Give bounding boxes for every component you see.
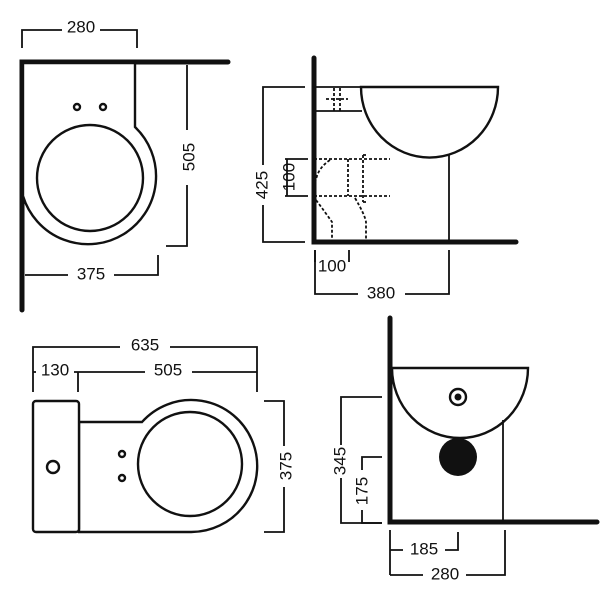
dim-line-width bbox=[21, 29, 138, 48]
dim-outlet-height: 175 bbox=[352, 477, 371, 505]
dim-overall-width: 375 bbox=[77, 264, 105, 283]
seat-circle bbox=[136, 410, 244, 518]
dim-pan: 505 bbox=[154, 360, 182, 379]
dim-line-depth bbox=[166, 65, 188, 247]
side-view-wall-hung: 425 100 100 380 bbox=[252, 55, 519, 302]
outlet-hidden-lines bbox=[314, 154, 390, 242]
dim-line-width bbox=[264, 400, 285, 533]
dim-line-outlet-height bbox=[285, 158, 308, 197]
fixing-hole bbox=[117, 473, 127, 483]
dim-line-overall bbox=[25, 255, 159, 276]
dim-overall-length: 635 bbox=[131, 335, 159, 354]
dim-line-depth bbox=[390, 530, 506, 576]
dim-outlet-offset: 185 bbox=[410, 539, 438, 558]
fixing-hole bbox=[117, 449, 127, 459]
plan-view-wall-hung: 280 505 375 bbox=[19, 17, 231, 313]
seat-circle bbox=[35, 123, 145, 233]
fixing-bolt bbox=[326, 88, 348, 111]
side-view-bidet: 345 175 185 280 bbox=[330, 315, 600, 583]
waste-outlet bbox=[439, 438, 477, 476]
bowl-outline bbox=[359, 85, 500, 159]
dim-line-outlet-height bbox=[361, 456, 382, 524]
wall-floor bbox=[387, 315, 600, 525]
dim-width: 375 bbox=[276, 452, 295, 480]
dim-cistern: 130 bbox=[41, 360, 69, 379]
fixing-hole bbox=[72, 102, 82, 112]
dim-height: 345 bbox=[330, 447, 349, 475]
dim-height: 425 bbox=[252, 171, 271, 199]
plan-view-close-coupled: 635 130 505 375 bbox=[31, 335, 295, 534]
flush-button bbox=[45, 459, 61, 475]
dim-width: 280 bbox=[67, 17, 95, 36]
dim-outlet-height: 100 bbox=[279, 163, 298, 191]
dim-line-overall-length bbox=[32, 346, 258, 392]
dim-depth: 380 bbox=[367, 283, 395, 302]
dim-outlet-offset: 100 bbox=[318, 256, 346, 275]
dim-line-height bbox=[262, 86, 305, 243]
dim-depth: 505 bbox=[179, 143, 198, 171]
dim-depth: 280 bbox=[431, 564, 459, 583]
fixing-hole bbox=[98, 102, 108, 112]
tap-hole-center bbox=[454, 393, 462, 401]
dim-line-depth bbox=[314, 250, 450, 295]
dim-line-parts bbox=[33, 371, 257, 392]
dim-line-outlet-offset bbox=[389, 530, 459, 575]
